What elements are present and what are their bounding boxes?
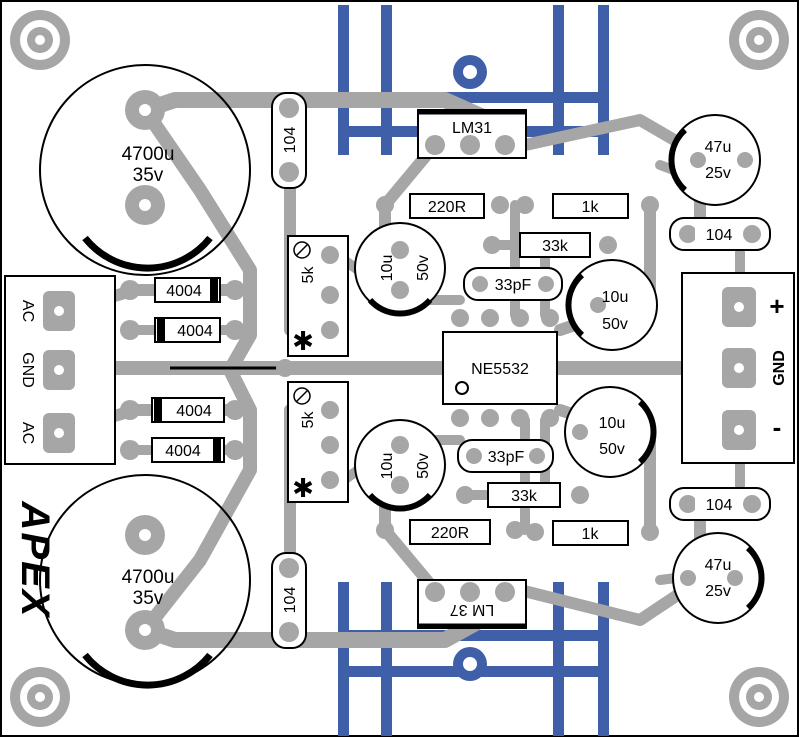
trimmer-bottom: 5k ✱ — [287, 381, 349, 503]
cap-47u-bottom-value: 47u — [705, 557, 732, 574]
output-gnd: GND — [771, 350, 788, 386]
cap-47u-top-voltage: 25v — [705, 165, 731, 182]
output-plus: + — [769, 291, 784, 321]
brand-logo: APEX — [13, 501, 57, 619]
resistor-1k-top-label: 1k — [582, 199, 600, 216]
trimmer-bottom-label: 5k — [300, 411, 317, 429]
resistor-33k-top: 33k — [483, 232, 617, 258]
cap-47u-top: 47u 25v — [668, 114, 761, 206]
input-ac-2: AC — [19, 422, 36, 444]
cap-104-right-bottom: 104 — [669, 487, 771, 521]
regulator-bottom: LM 37 — [417, 579, 527, 629]
cap-104-top: 104 — [271, 92, 307, 189]
cap-10u-1: 10u 50v — [354, 222, 446, 317]
opamp-ic: NE5532 — [442, 309, 559, 427]
trimmer-bottom-wiper-icon: ✱ — [292, 473, 314, 503]
cap-10u-1-value: 10u — [379, 255, 396, 282]
cap-10u-2-voltage: 50v — [602, 316, 628, 333]
regulator-bottom-label: LM 37 — [450, 601, 495, 618]
regulator-top-label: LM31 — [452, 120, 492, 137]
cap-10u-1-voltage: 50v — [415, 255, 432, 281]
opamp-label: NE5532 — [471, 361, 529, 378]
diode-1: 4004 — [120, 277, 245, 303]
cap-47u-top-value: 47u — [705, 139, 732, 156]
resistor-1k-bottom: 1k — [526, 520, 659, 546]
cap-10u-3-voltage: 50v — [599, 441, 625, 458]
mounting-holes — [10, 10, 789, 727]
cap-10u-3: 10u 50v — [564, 386, 657, 478]
cap-main-bottom-voltage: 35v — [133, 588, 164, 609]
resistor-1k-bottom-label: 1k — [582, 526, 600, 543]
cap-main-top-value: 4700u — [122, 144, 175, 165]
output-minus: - — [773, 412, 782, 442]
regulator-top: LM31 — [417, 109, 527, 159]
diode-2: 4004 — [120, 317, 245, 343]
cap-10u-3-value: 10u — [599, 415, 626, 432]
diode-4: 4004 — [120, 437, 245, 463]
input-ac-1: AC — [19, 300, 36, 322]
cap-main-top-voltage: 35v — [133, 165, 164, 186]
input-gnd: GND — [19, 352, 36, 388]
cap-104-right-bottom-label: 104 — [706, 497, 733, 514]
trimmer-top: 5k ✱ — [287, 235, 349, 357]
cap-33pf-top: 33pF — [463, 267, 563, 301]
cap-47u-bottom-voltage: 25v — [705, 583, 731, 600]
cap-104-right-top-label: 104 — [706, 227, 733, 244]
cap-104-bottom-label: 104 — [282, 587, 299, 614]
cap-10u-4: 10u 50v — [354, 419, 446, 512]
cap-104-right-top: 104 — [669, 217, 771, 251]
mounting-hole-tl — [10, 10, 70, 70]
diode-4-label: 4004 — [165, 443, 201, 460]
resistor-1k-top: 1k — [516, 193, 659, 219]
cap-33pf-bottom: 33pF — [457, 439, 554, 473]
cap-10u-2: 10u 50v — [565, 259, 658, 351]
cap-33pf-bottom-label: 33pF — [488, 449, 525, 466]
mounting-hole-bl — [10, 667, 70, 727]
cap-main-top: 4700u 35v — [39, 64, 251, 276]
cap-104-top-label: 104 — [282, 127, 299, 154]
cap-47u-bottom: 47u 25v — [672, 532, 765, 624]
resistor-33k-bottom: 33k — [456, 482, 589, 508]
resistor-220r-top: 220R — [376, 193, 509, 219]
resistor-33k-bottom-label: 33k — [511, 488, 538, 505]
cap-10u-2-value: 10u — [602, 289, 629, 306]
resistor-33k-top-label: 33k — [542, 238, 569, 255]
resistor-220r-top-label: 220R — [428, 199, 466, 216]
cap-10u-4-value: 10u — [379, 453, 396, 480]
diode-1-label: 4004 — [166, 283, 202, 300]
trimmer-top-label: 5k — [300, 266, 317, 284]
diode-3-label: 4004 — [176, 403, 212, 420]
cap-main-bottom: 4700u 35v — [39, 474, 251, 689]
mounting-hole-br — [729, 667, 789, 727]
mounting-hole-tr — [729, 10, 789, 70]
diode-3: 4004 — [120, 397, 245, 423]
cap-main-bottom-value: 4700u — [122, 567, 175, 588]
cap-10u-4-voltage: 50v — [415, 453, 432, 479]
diode-2-label: 4004 — [177, 323, 213, 340]
cap-33pf-top-label: 33pF — [495, 277, 532, 294]
input-terminal: AC GND AC — [4, 275, 116, 465]
resistor-220r-bottom-label: 220R — [431, 525, 469, 542]
output-terminal: + GND - — [681, 272, 795, 464]
cap-104-bottom: 104 — [271, 552, 307, 649]
trimmer-top-wiper-icon: ✱ — [292, 326, 314, 356]
resistor-220r-bottom: 220R — [376, 519, 524, 545]
